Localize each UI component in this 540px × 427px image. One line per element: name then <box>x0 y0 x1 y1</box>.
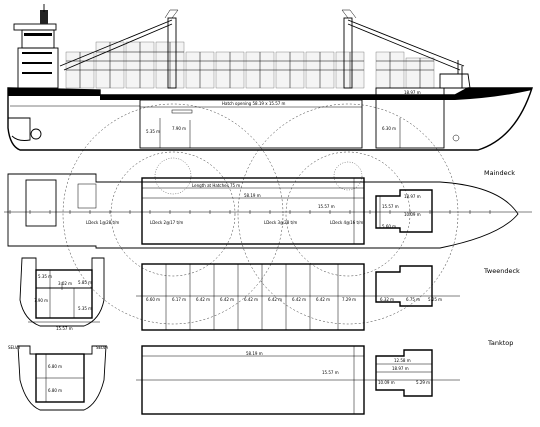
maindeck-hold-length: 58.19 m <box>244 193 261 198</box>
propeller-icon <box>30 128 42 140</box>
tank-midship-label-left: SELVA <box>8 345 20 350</box>
tween-fwd-hold <box>375 265 433 307</box>
maindeck-load-2: LDeck 2@17 t/m <box>150 220 183 225</box>
maindeck-outline <box>7 173 519 249</box>
svg-text:6.42 m: 6.42 m <box>244 297 258 302</box>
tank-hold-beam: 15.57 m <box>322 370 339 375</box>
profile-hold-width-label: 18.97 m <box>404 90 421 95</box>
svg-text:7.29 m: 7.29 m <box>342 297 356 302</box>
profile-height-1: 7.90 m <box>172 126 186 131</box>
maindeck-fwd-width: 18.97 m <box>404 194 421 199</box>
svg-text:6.17 m: 6.17 m <box>172 297 186 302</box>
maindeck-load-1: LDeck 1@28 t/m <box>86 220 119 225</box>
profile-height-3: 6.30 m <box>382 126 396 131</box>
tween-midship-width: 15.57 m <box>56 326 73 331</box>
svg-text:6.42 m: 6.42 m <box>316 297 330 302</box>
tween-fwd-1: 6.32 m <box>380 297 394 302</box>
tank-hold-length: 58.19 m <box>246 351 263 356</box>
side-profile: Hatch opening 58.19 x 15.57 m 18.97 m 7.… <box>7 4 533 151</box>
container-stacks <box>65 41 435 89</box>
hatch-opening-label: Hatch opening 58.19 x 15.57 m <box>222 101 286 106</box>
tween-midship-height: 7.90 m <box>34 298 48 303</box>
bridge-wing <box>13 23 57 31</box>
tank-fwd-2: 18.97 m <box>392 366 409 371</box>
svg-text:6.42 m: 6.42 m <box>220 297 234 302</box>
profile-fwd-hold <box>375 87 445 149</box>
maindeck-aft-box <box>77 183 97 209</box>
tween-midship-outline <box>19 257 105 327</box>
tween-midship-1: 3.02 m <box>58 281 72 286</box>
hull-black-band <box>8 88 532 100</box>
maindeck-superstructure <box>25 179 57 227</box>
maindeck-fwd-hatch <box>375 189 433 233</box>
tanktop-section-label: Tanktop <box>487 339 513 347</box>
tank-midship-outline <box>17 345 107 411</box>
svg-text:6.60 m: 6.60 m <box>146 297 160 302</box>
rudder <box>8 117 31 141</box>
svg-text:6.42 m: 6.42 m <box>196 297 210 302</box>
tank-midship-bottom: 6.80 m <box>48 388 62 393</box>
crane-aft <box>59 9 179 89</box>
tween-aft-hold <box>141 263 365 331</box>
maindeck-beam: 15.57 m <box>318 204 335 209</box>
forecastle <box>439 73 471 89</box>
bridge-deck <box>21 29 55 49</box>
profile-height-2: 5.35 m <box>146 129 160 134</box>
maindeck-plan: Length at Hatches 75 m 58.19 m 15.57 m 1… <box>4 103 532 325</box>
tween-midship-3: 5.35 m <box>78 306 92 311</box>
maindeck-section-label: Maindeck <box>484 169 515 177</box>
tweendeck-section-label: Tweendeck <box>483 267 520 275</box>
tank-midship-label-right: SELVA <box>96 345 108 350</box>
maindeck-aft-beam: 15.57 m <box>382 204 399 209</box>
tweendeck-section: 5.35 m 3.02 m 5.85 m 7.90 m 5.35 m 15.57… <box>19 257 520 331</box>
maindeck-load-3: LDeck 3@28 t/m <box>264 220 297 225</box>
profile-aft-hold <box>139 99 363 149</box>
bridge-windows <box>22 33 52 74</box>
tween-midship-2: 5.85 m <box>78 280 92 285</box>
maindeck-fwd-small: 5.60 m <box>382 224 396 229</box>
maindeck-aft-hatch <box>141 177 365 245</box>
maindeck-fwd-hatch-width: 10.09 m <box>404 212 421 217</box>
tween-fwd-3: 5.25 m <box>428 297 442 302</box>
profile-pontoon-mark <box>171 109 193 114</box>
tween-fwd-2: 6.75 m <box>406 297 420 302</box>
maindeck-load-4: LDeck 4@16 t/m <box>330 220 363 225</box>
tank-fwd-hold <box>375 349 433 397</box>
length-at-hatches-label: Length at Hatches 75 m <box>192 183 240 188</box>
tween-pontoon-lines <box>165 264 339 330</box>
svg-text:6.42 m: 6.42 m <box>268 297 282 302</box>
svg-text:6.42 m: 6.42 m <box>292 297 306 302</box>
funnel <box>40 10 48 24</box>
tween-midship-hold <box>35 269 93 319</box>
bow-thruster-icon <box>452 134 460 142</box>
tanktop-section: SELVA SELVA 6.80 m 6.80 m 58.19 m 15.57 … <box>8 339 513 415</box>
tank-midship-top: 6.80 m <box>48 364 62 369</box>
frame-ticks <box>9 210 491 214</box>
tank-fwd-4: 5.29 m <box>416 380 430 385</box>
tank-fwd-1: 12.58 m <box>394 358 411 363</box>
tank-fwd-3: 10.09 m <box>378 380 395 385</box>
tween-midship-top: 5.35 m <box>38 274 52 279</box>
crane-reach-circles <box>62 103 459 325</box>
crane-fwd <box>341 9 465 89</box>
tween-pontoon-dims: 6.60 m 6.17 m 6.42 m 6.42 m 6.42 m 6.42 … <box>146 297 356 302</box>
